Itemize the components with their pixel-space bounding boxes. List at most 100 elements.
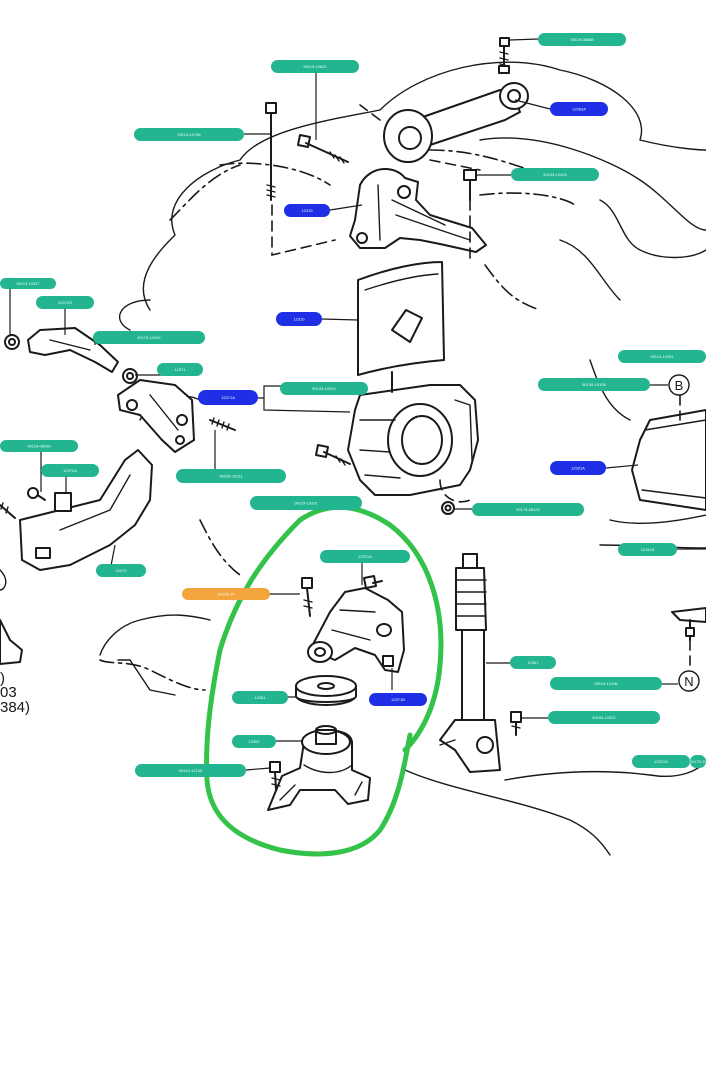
- callout-c11: 12371: [157, 363, 203, 376]
- bolt-shock: [510, 711, 522, 736]
- callout-c1: 90119-08688: [538, 33, 626, 46]
- callout-c34-label: 90179-10: [690, 759, 706, 764]
- callout-c24-label: 12372A: [358, 554, 372, 559]
- callout-c26: 12361: [232, 691, 288, 704]
- callout-c22-label: 12372: [115, 568, 127, 573]
- bracket-left-middle: [117, 379, 195, 453]
- callout-c24: 12372A: [320, 550, 410, 563]
- callout-c6-label: 12315: [301, 208, 313, 213]
- callout-c8-label: 90119-10327: [16, 281, 40, 286]
- callout-c15-label: 90105-10305: [582, 382, 606, 387]
- callout-c30-label: 90119-12196: [594, 681, 618, 686]
- callout-c21: 90119-10201: [250, 496, 362, 510]
- callout-c7-bg: [276, 312, 322, 326]
- bolt-mount-b: [363, 575, 383, 589]
- callout-c14: 90119-10251: [618, 350, 706, 363]
- callout-c32-label: 90119-12138: [179, 768, 203, 773]
- floor-outline: [99, 519, 706, 856]
- callout-c3: 12363A: [550, 102, 608, 116]
- callout-c32-bg: [135, 764, 246, 777]
- callout-c29-label: 12367: [527, 660, 539, 665]
- callout-c10-label: 90179-10167: [137, 335, 161, 340]
- callout-c33-bg: [632, 755, 690, 768]
- callout-c29-bg: [510, 656, 556, 669]
- callout-c18-label: 90105-10311: [219, 474, 243, 479]
- torque-rod: [359, 82, 529, 171]
- callout-c15-bg: [538, 378, 650, 391]
- fragment-text-1: ): [0, 670, 5, 687]
- callout-c12-bg: [198, 390, 258, 405]
- callout-c31-label: 90105-10321: [592, 715, 616, 720]
- bolt-insulator: [269, 761, 281, 791]
- highlight-outline: [204, 504, 444, 857]
- callout-c16-bg: [0, 440, 78, 452]
- callout-c4-bg: [134, 128, 244, 141]
- callout-c5-bg: [511, 168, 599, 181]
- callout-c33-label: 12372A: [654, 759, 668, 764]
- callout-c5: 90109-10403: [511, 168, 599, 181]
- callout-c10: 90179-10167: [93, 331, 205, 344]
- callout-c21-label: 90119-10201: [294, 501, 318, 506]
- bolt-bracket-right: [463, 169, 477, 261]
- callout-c16: 90119-08459: [0, 440, 78, 452]
- callout-c28-bg: [232, 735, 276, 748]
- callout-c25-bg: [182, 588, 270, 600]
- callout-c33: 12372A: [632, 755, 690, 768]
- callout-c19: 12321A: [550, 461, 606, 475]
- callout-c9-label: 12372G: [58, 300, 72, 305]
- callout-tags: 90119-08688 90119-10622 12363A 90119-10798 9…: [0, 33, 706, 777]
- callout-c20-label: 90179-08123: [516, 507, 540, 512]
- callout-c9-bg: [36, 296, 94, 309]
- callout-c27-label: 12371B: [391, 697, 405, 702]
- callout-c23-bg: [618, 543, 677, 556]
- callout-c22: 12372: [96, 564, 146, 577]
- transaxle-housing: [347, 371, 479, 503]
- callout-c6-bg: [284, 204, 330, 217]
- callout-c20: 90179-08123: [472, 503, 584, 516]
- callout-c10-bg: [93, 331, 205, 344]
- bolt-center-left: [315, 444, 351, 466]
- callout-c30: 90119-12196: [550, 677, 662, 690]
- callout-c18: 90105-10311: [176, 469, 286, 483]
- callout-c16-label: 90119-08459: [27, 444, 51, 449]
- callout-c11-label: 12371: [174, 367, 186, 372]
- bolt-diagonal-top: [297, 134, 349, 164]
- callout-c4: 90119-10798: [134, 128, 244, 141]
- callout-c12: 12371A: [198, 390, 258, 405]
- bolt-mount-a: [301, 577, 313, 617]
- callout-c34: 90179-10: [690, 755, 706, 768]
- callout-c11-bg: [157, 363, 203, 376]
- nut-center: [441, 501, 455, 515]
- bracket-left-top: [4, 327, 119, 373]
- callout-c28-label: 12361: [248, 739, 260, 744]
- callout-c17-bg: [41, 464, 99, 477]
- callout-c24-bg: [320, 550, 410, 563]
- callout-c26-label: 12361: [254, 695, 266, 700]
- bracket-right-lower: [671, 607, 706, 666]
- callout-c19-label: 12321A: [571, 466, 585, 471]
- callout-c8-bg: [0, 278, 56, 289]
- callout-c2-label: 90119-10622: [303, 64, 327, 69]
- callout-c27-bg: [369, 693, 427, 706]
- callout-c28: 12361: [232, 735, 276, 748]
- callout-c31-bg: [548, 711, 660, 724]
- callout-c14-label: 90119-10251: [650, 354, 674, 359]
- bolt-top-right: [498, 37, 510, 74]
- mount-pad: [357, 261, 445, 376]
- callout-c5-label: 90109-10403: [543, 172, 567, 177]
- transmission-right: [599, 394, 706, 549]
- ref-circle-b: B: [668, 374, 690, 396]
- fragment-text-2: 03: [0, 684, 17, 701]
- callout-c14-bg: [618, 350, 706, 363]
- callout-c1-label: 90119-08688: [570, 37, 594, 42]
- front-mount-bracket: [307, 587, 405, 673]
- ref-circle-n: N: [678, 670, 700, 692]
- callout-c29: 12367: [510, 656, 556, 669]
- callout-c19-bg: [550, 461, 606, 475]
- callout-c22-bg: [96, 564, 146, 577]
- long-bolt-left: [265, 102, 336, 257]
- callout-c23: 12311B: [618, 543, 677, 556]
- callout-c3-bg: [550, 102, 608, 116]
